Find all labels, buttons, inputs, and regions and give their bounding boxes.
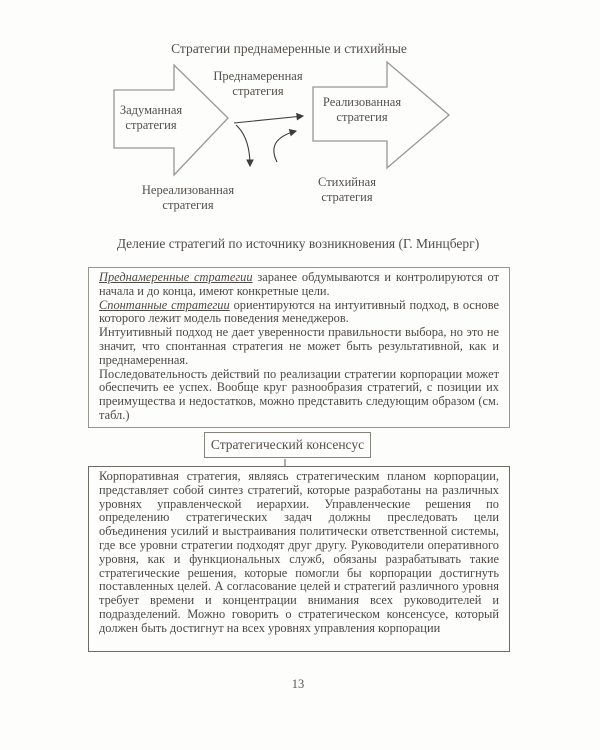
label-deliberate-strategy: Преднамеренная стратегия	[213, 69, 303, 98]
consensus-label: Стратегический консенсус	[210, 437, 365, 452]
label-realized-strategy: Реализованная стратегия	[322, 95, 402, 124]
label-unrealized-strategy: Нереализованная стратегия	[141, 183, 235, 212]
spontaneous-definition: ориентируются на интуитивный подход, в о…	[99, 297, 499, 326]
label-emergent-strategy: Стихийная стратегия	[318, 175, 376, 204]
deliberate-definition: заранее обдумываются и контролируются от…	[99, 270, 499, 298]
realized-strategy-arrow-shape	[312, 60, 451, 170]
label-intended-strategy: Задуманная стратегия	[119, 103, 183, 132]
consensus-box: Стратегический консенсус	[204, 432, 371, 458]
diagram-title: Стратегии преднамеренные и стихийные	[171, 41, 407, 56]
spontaneous-term: Спонтанные стратегии	[99, 297, 230, 312]
page-number: 13	[291, 677, 305, 691]
emergent-path-arrow	[273, 129, 298, 163]
deliberate-path-arrow	[233, 112, 305, 124]
definitions-paragraph-spontaneous: Спонтанные стратегии ориентируются на ин…	[99, 297, 499, 327]
intended-strategy-arrow-shape	[113, 63, 229, 177]
diagram-caption: Деление стратегий по источнику возникнов…	[116, 236, 480, 251]
corporate-strategy-box: Корпоративная стратегия, являясь стратег…	[88, 466, 510, 652]
definitions-paragraph-deliberate: Преднамеренные стратегии заранее обдумыв…	[99, 270, 499, 299]
corporate-strategy-paragraph: Корпоративная стратегия, являясь стратег…	[99, 469, 499, 635]
definitions-paragraph-intuitive: Интуитивный подход не дает уверенности п…	[99, 325, 499, 367]
definitions-box: Преднамеренные стратегии заранее обдумыв…	[88, 267, 510, 428]
definitions-paragraph-sequence: Последовательность действий по реализаци…	[99, 366, 499, 422]
unrealized-path-arrow	[235, 124, 254, 168]
deliberate-term: Преднамеренные стратегии	[99, 270, 253, 284]
